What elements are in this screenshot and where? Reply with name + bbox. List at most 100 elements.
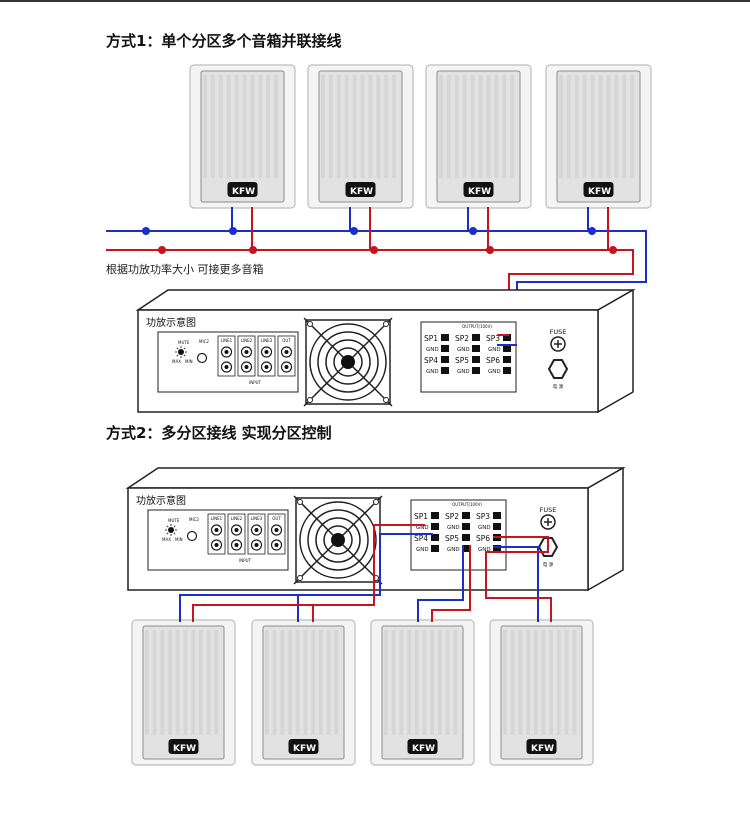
grille-slat <box>414 630 419 735</box>
grille-slat <box>326 630 331 735</box>
input-label: INPUT <box>249 380 262 385</box>
line-label: LINE2 <box>231 516 243 521</box>
grille-slat <box>336 75 341 178</box>
grille-slat <box>191 630 196 735</box>
grille-slat <box>352 75 357 178</box>
grille-slat <box>559 75 563 178</box>
kfw-logo <box>288 739 319 754</box>
grille-slat <box>446 75 451 178</box>
min-label: MIN <box>175 537 183 542</box>
gnd-label: GND <box>478 525 491 531</box>
line-label: LINE3 <box>251 516 263 521</box>
speaker-bottom-2: KFW <box>251 619 356 766</box>
grille-slat <box>574 75 579 178</box>
speaker-bottom-4: KFW <box>489 619 594 766</box>
sp-label: SP5 <box>445 534 459 543</box>
speaker-top-3: KFW <box>425 64 532 209</box>
grille-slat <box>533 630 538 735</box>
gnd-label: GND <box>447 547 460 553</box>
grille-slat <box>152 630 157 735</box>
grille-slat <box>462 75 467 178</box>
fan-screw <box>307 321 313 327</box>
top-rule <box>0 0 750 2</box>
fan-screw <box>373 499 379 505</box>
speaker-top-1: KFW <box>189 64 296 209</box>
sp-label: SP2 <box>455 334 469 343</box>
gnd-terminal <box>431 545 439 552</box>
sp-label: SP1 <box>414 512 428 521</box>
method1-note: 根据功放功率大小 可接更多音箱 <box>106 263 264 276</box>
grille-slat <box>288 630 292 735</box>
knob-tick <box>166 532 169 535</box>
gnd-label: GND <box>488 369 501 375</box>
fuse-label: FUSE <box>550 328 567 336</box>
junction-dot <box>588 227 596 235</box>
sp-label: SP2 <box>445 512 459 521</box>
fan-ring <box>309 323 387 401</box>
grille-slat <box>258 75 263 178</box>
rca-pin <box>214 543 219 547</box>
mute-label: MUTE <box>168 518 180 523</box>
sp-label: SP6 <box>476 534 490 543</box>
fan-ring <box>333 347 363 377</box>
grille-slat <box>590 75 595 178</box>
rca-pin <box>244 365 249 369</box>
junction-dot <box>469 227 477 235</box>
gnd-label: GND <box>488 347 501 353</box>
gnd-terminal <box>462 523 470 530</box>
sp-terminal <box>472 356 480 363</box>
rca-pin <box>254 528 259 532</box>
gnd-label: GND <box>416 547 429 553</box>
grille-slat <box>168 630 172 735</box>
input-label: INPUT <box>239 558 252 563</box>
grille-slat <box>572 630 577 735</box>
sp-terminal <box>472 334 480 341</box>
sp-label: SP5 <box>455 356 469 365</box>
grille-slat <box>160 630 165 735</box>
grille-slat <box>234 75 239 178</box>
grille-slat <box>598 75 603 178</box>
sp-label: SP1 <box>424 334 438 343</box>
gnd-label: GND <box>426 347 439 353</box>
grille-slat <box>630 75 635 178</box>
grille-slat <box>384 75 389 178</box>
sp-label: SP4 <box>424 356 438 365</box>
sp-label: SP3 <box>476 512 490 521</box>
line-label: LINE3 <box>261 338 273 343</box>
kfw-logo <box>407 739 438 754</box>
rca-pin <box>274 543 279 547</box>
rca-pin <box>284 365 289 369</box>
grille-slat <box>328 75 333 178</box>
gnd-terminal <box>431 523 439 530</box>
power-label: 电 源 <box>543 561 554 568</box>
grille-slat <box>334 630 339 735</box>
kfw-logo <box>227 182 258 197</box>
fan-ring <box>325 339 371 385</box>
gnd-label: GND <box>426 369 439 375</box>
grille-slat <box>502 75 507 178</box>
grille-slat <box>368 75 373 178</box>
zone3-positive-wire <box>485 536 552 622</box>
grille-slat <box>183 630 188 735</box>
sp-terminal <box>462 534 470 541</box>
grille-slat <box>518 630 523 735</box>
rca-pin <box>224 350 229 354</box>
max-label: MAX <box>172 359 181 364</box>
speaker-logo-text: KFW <box>293 744 316 754</box>
grille-slat <box>564 630 569 735</box>
grille-slat <box>422 630 427 735</box>
method2-title: 方式2：多分区接线 实现分区控制 <box>106 424 332 442</box>
fan-ring <box>315 517 361 563</box>
speaker-bottom-1: KFW <box>131 619 236 766</box>
mic-label: MIC2 <box>189 517 199 522</box>
zone1-positive-branch <box>312 604 374 622</box>
grille-slat <box>344 75 349 178</box>
rca-pin <box>264 365 269 369</box>
grille-slat <box>470 75 475 178</box>
grille-slat <box>272 630 277 735</box>
rca-pin <box>244 350 249 354</box>
sp-terminal <box>441 356 449 363</box>
grille-slat <box>274 75 279 178</box>
mic-label: MIC2 <box>199 339 209 344</box>
